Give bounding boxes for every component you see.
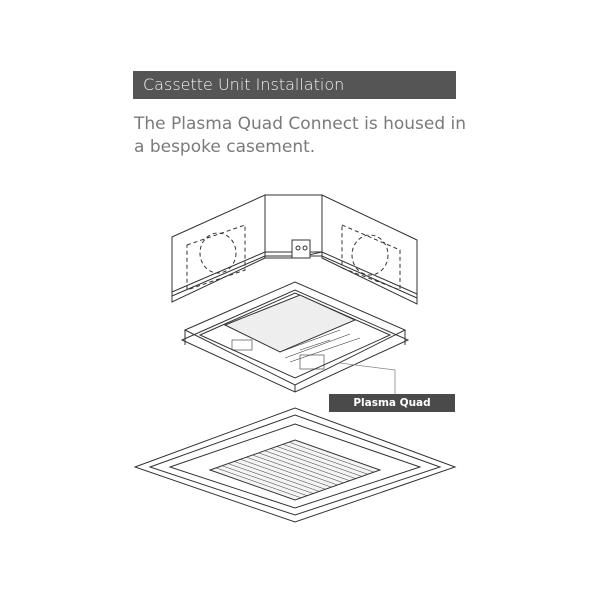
grille-slat [276, 446, 362, 477]
grille-slat [246, 456, 332, 488]
grille-slat [222, 465, 308, 496]
section-title: Cassette Unit Installation [133, 71, 456, 99]
plasma-quad-connect-callout: Plasma Quad Connect [329, 394, 455, 427]
callout-leader-line [339, 362, 396, 394]
grille-slat [252, 454, 338, 486]
description-text: The Plasma Quad Connect is housed in a b… [134, 114, 467, 157]
grille-slat [264, 450, 350, 481]
grille-slat [228, 463, 314, 494]
grille-slat [240, 459, 326, 490]
grille-panel [133, 407, 457, 523]
unit-frame [180, 281, 410, 393]
grille-slat [288, 441, 375, 473]
grille-slat [270, 448, 356, 479]
ceiling-housing [171, 194, 418, 305]
grille-slat [282, 444, 368, 475]
grille-slat [234, 461, 320, 492]
grille-slat [215, 467, 302, 499]
grille-slat [258, 452, 344, 484]
